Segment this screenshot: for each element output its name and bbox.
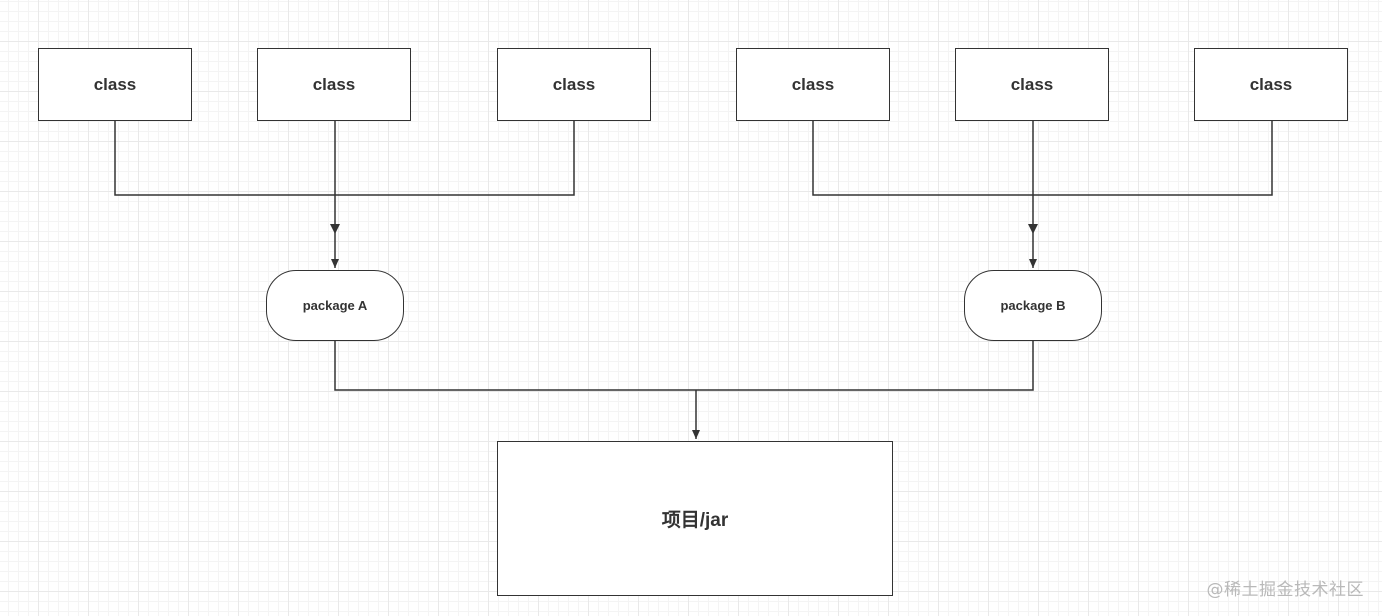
project-node-label: 项目/jar xyxy=(661,510,729,531)
class-node-1[interactable]: class xyxy=(38,48,192,121)
class-node-2[interactable]: class xyxy=(257,48,411,121)
package-node-b[interactable]: package B xyxy=(964,270,1102,341)
class-node-label: class xyxy=(791,74,835,94)
package-node-label: package B xyxy=(1000,298,1066,313)
connector-class-3-package-a xyxy=(335,121,575,196)
class-node-6[interactable]: class xyxy=(1194,48,1348,121)
class-node-label: class xyxy=(93,74,137,94)
class-node-label: class xyxy=(312,74,356,94)
class-node-label: class xyxy=(1010,74,1054,94)
connector-class-6-package-b xyxy=(1033,121,1273,196)
class-node-3[interactable]: class xyxy=(497,48,651,121)
package-node-a[interactable]: package A xyxy=(266,270,404,341)
connector-package-b-project xyxy=(696,340,1034,391)
class-node-label: class xyxy=(552,74,596,94)
watermark: @稀土掘金技术社区 xyxy=(1206,580,1364,600)
connector-package-a-project xyxy=(334,340,696,391)
package-node-label: package A xyxy=(302,298,368,313)
junction-arrow-package-b xyxy=(1028,224,1038,234)
class-node-label: class xyxy=(1249,74,1293,94)
connector-class-4-package-b xyxy=(812,121,1033,196)
connector-class-1-package-a xyxy=(114,121,335,196)
class-node-4[interactable]: class xyxy=(736,48,890,121)
project-node[interactable]: 项目/jar xyxy=(497,441,893,596)
class-node-5[interactable]: class xyxy=(955,48,1109,121)
junction-arrow-package-a xyxy=(330,224,340,234)
